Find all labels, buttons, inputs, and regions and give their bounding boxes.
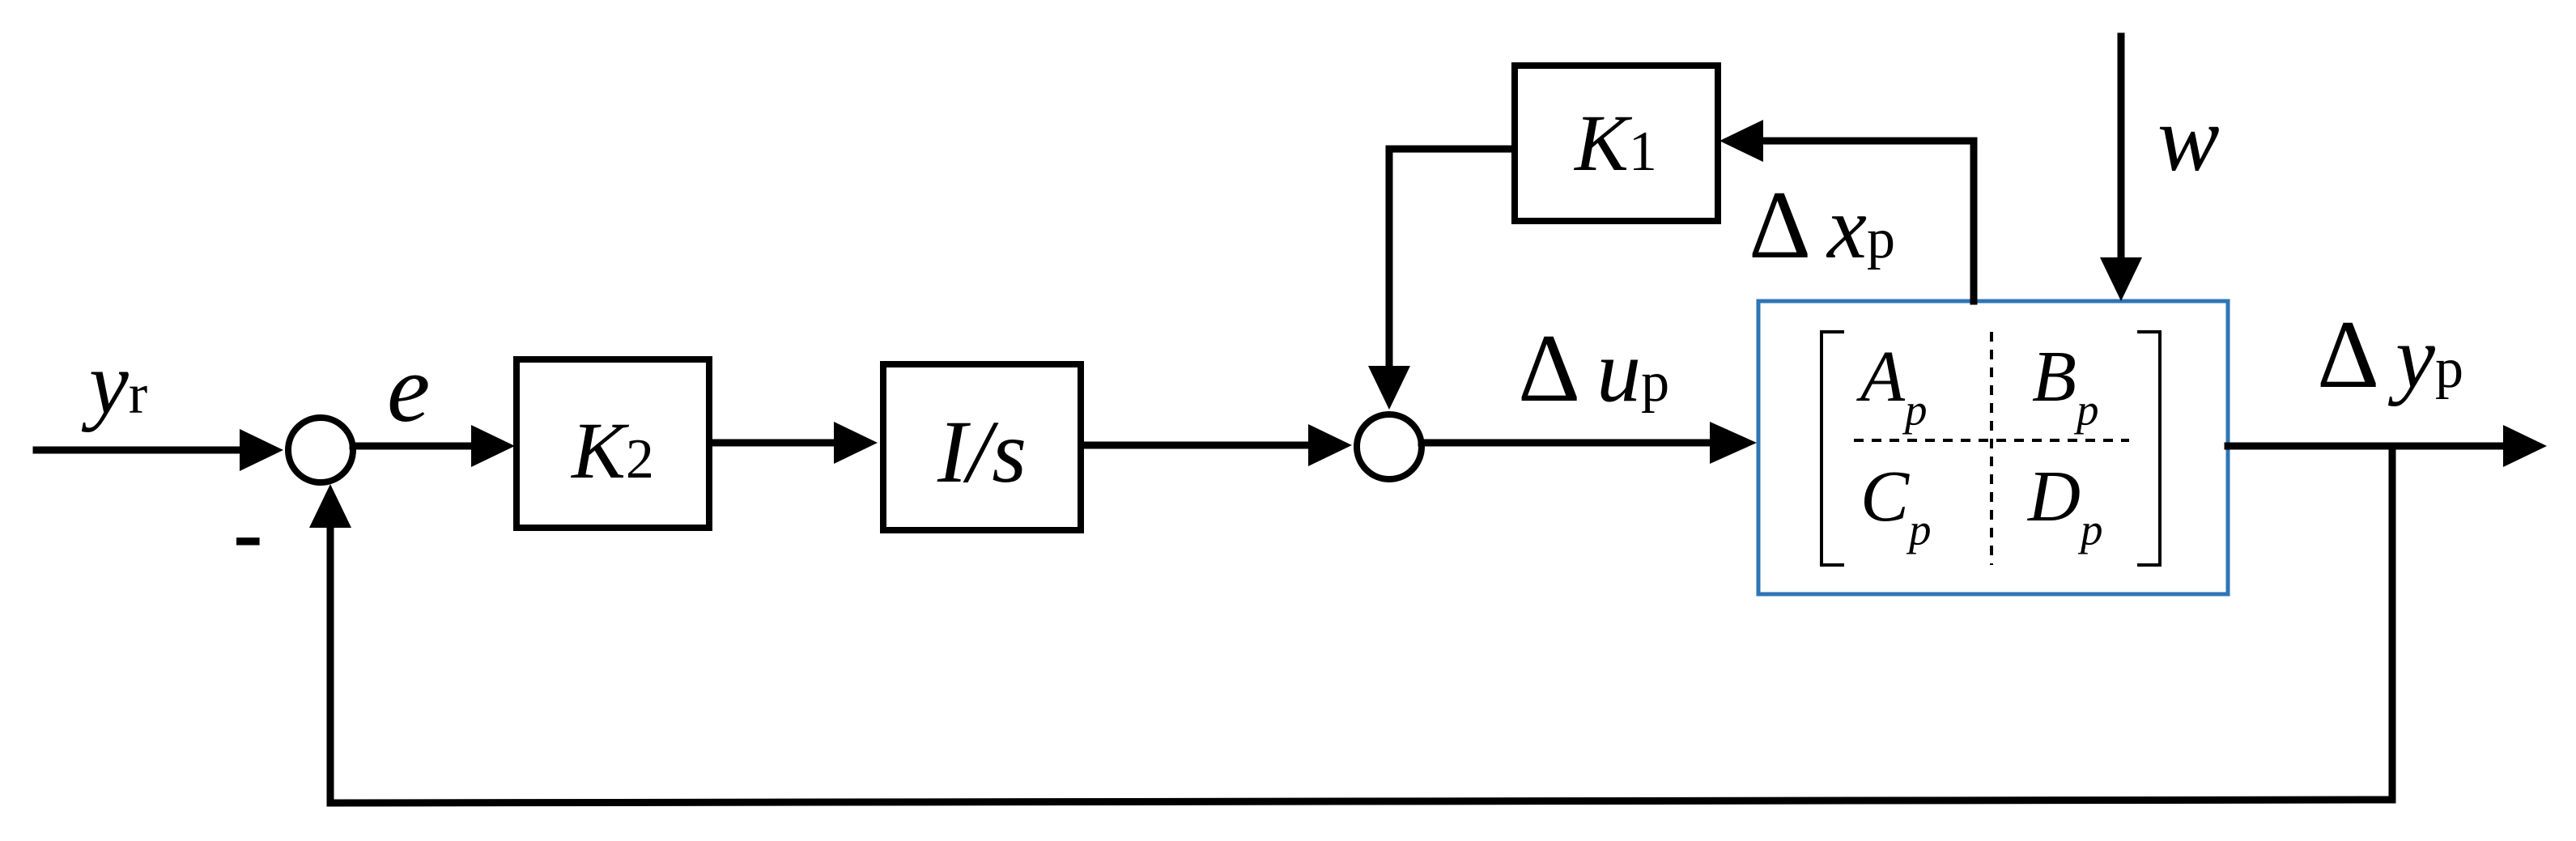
control-arrow xyxy=(1710,422,1757,464)
plant-matrix-left-bracket xyxy=(1820,330,1844,567)
reference-input-arrow xyxy=(240,429,283,471)
reference-subscript: r xyxy=(129,363,147,426)
matrix-b-subscript: p xyxy=(2073,385,2099,435)
disturbance-arrow xyxy=(2100,257,2142,301)
gain-k2-symbol: K xyxy=(570,406,629,495)
matrix-d-symbol: D xyxy=(2026,457,2081,537)
output-symbol: y xyxy=(2387,308,2435,406)
control-delta-symbol: Δ xyxy=(1518,314,1580,422)
matrix-a-label: Ap xyxy=(1856,337,1927,435)
gain-k2-subscript: 2 xyxy=(626,428,654,491)
matrix-a-subscript: p xyxy=(1902,385,1928,435)
gain-k2-output-arrow xyxy=(834,422,878,464)
state-feedback-arrow xyxy=(1719,120,1763,162)
matrix-d-label: Dp xyxy=(2026,457,2103,554)
error-label: e xyxy=(387,334,430,442)
minus-sign: - xyxy=(233,483,263,582)
matrix-a-symbol: A xyxy=(1856,337,1906,417)
matrix-d-subscript: p xyxy=(2077,505,2103,554)
matrix-c-subscript: p xyxy=(1906,505,1932,554)
state-symbol: x xyxy=(1826,178,1867,277)
error-arrow xyxy=(471,425,515,467)
reference-label: yr xyxy=(81,333,147,432)
summing-junction-control xyxy=(1354,411,1425,482)
output-arrow xyxy=(2503,425,2547,467)
plant-matrix-right-bracket xyxy=(2137,330,2162,567)
matrix-b-label: Bp xyxy=(2032,337,2098,435)
gain-k1-subscript: 1 xyxy=(1629,121,1657,183)
control-subscript: p xyxy=(1641,351,1669,414)
output-feedback-arrow xyxy=(309,484,351,528)
gain-k1-label: K1 xyxy=(1573,98,1657,188)
state-subscript: p xyxy=(1867,208,1895,270)
matrix-b-symbol: B xyxy=(2032,337,2077,417)
matrix-c-label: Cp xyxy=(1860,457,1932,554)
state-delta-symbol: Δ xyxy=(1749,171,1811,278)
control-symbol: u xyxy=(1596,321,1641,420)
output-delta-symbol: Δ xyxy=(2317,300,2379,408)
gain-k1-block xyxy=(1511,62,1721,224)
summing-junction-error xyxy=(285,414,356,486)
integrator-label: I/s xyxy=(937,402,1027,501)
output-feedback-bottom-line xyxy=(326,796,2396,807)
gain-k1-symbol: K xyxy=(1573,98,1632,188)
reference-symbol: y xyxy=(81,333,129,432)
integrator-block xyxy=(880,361,1084,533)
gain-k1-output-arrow xyxy=(1368,366,1410,410)
gain-k2-label: K2 xyxy=(570,406,654,495)
output-subscript: p xyxy=(2435,338,2463,400)
matrix-c-symbol: C xyxy=(1860,457,1910,537)
integrator-output-arrow xyxy=(1308,424,1352,466)
disturbance-label: w xyxy=(2157,87,2220,190)
